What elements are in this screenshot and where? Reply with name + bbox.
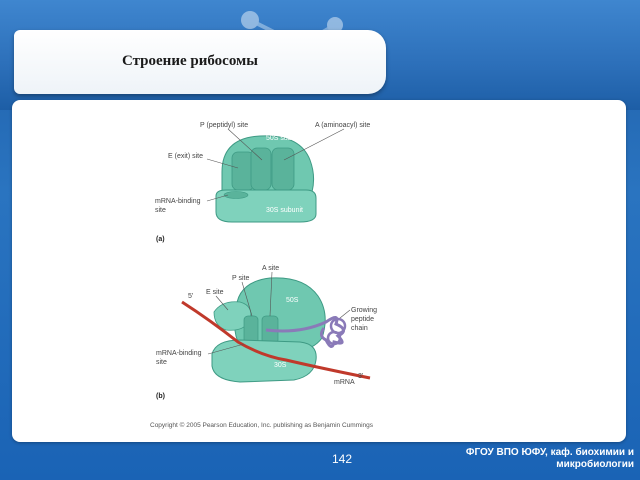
mrna-groove-a — [223, 191, 249, 199]
label-5-prime: 5' — [188, 293, 193, 300]
p-site-slot — [250, 147, 272, 191]
label-30s-b: 30S — [274, 362, 287, 369]
label-growing-2: peptide — [351, 316, 374, 323]
label-p-site-a: P (peptidyl) site — [200, 122, 248, 129]
content-panel — [12, 100, 626, 442]
label-p-site-b: P site — [232, 275, 249, 282]
organization-label: ФГОУ ВПО ЮФУ, каф. биохимии и микробиоло… — [434, 447, 634, 471]
figure-a: P (peptidyl) site A (aminoacyl) site 50S… — [155, 122, 370, 243]
label-mrna-binding-b-2: site — [156, 359, 167, 366]
panel-label-b: (b) — [156, 393, 165, 400]
slide-title: Строение рибосомы — [122, 53, 258, 69]
figure-b: A site P site E site 5' 50S Growing pept… — [156, 265, 377, 400]
label-a-site-a: A (aminoacyl) site — [315, 122, 370, 129]
label-3-prime: 3' — [358, 373, 363, 380]
label-mrna-binding-a-2: site — [155, 207, 166, 214]
title-bar — [14, 30, 386, 94]
peptide-chain — [265, 316, 345, 348]
label-30s-subunit: 30S subunit — [266, 207, 303, 214]
subunit-30s-shape-b — [211, 339, 317, 383]
a-site-slot — [271, 147, 295, 191]
label-growing-1: Growing — [351, 307, 377, 314]
organization-line-1: ФГОУ ВПО ЮФУ, каф. биохимии и — [465, 447, 634, 458]
panel-label-a: (a) — [156, 236, 165, 243]
label-a-site-b: A site — [262, 265, 279, 272]
page-number: 142 — [332, 452, 353, 466]
copyright-text: Copyright © 2005 Pearson Education, Inc.… — [150, 421, 374, 429]
label-50s-subunit: 50S subunit — [266, 135, 303, 142]
label-50s-b: 50S — [286, 297, 299, 304]
peptide-coil-2 — [326, 330, 342, 346]
label-mrna-binding-b-1: mRNA-binding — [156, 350, 202, 357]
mrna-strand — [181, 300, 371, 380]
label-e-site-b: E site — [206, 289, 224, 296]
label-e-site-a: E (exit) site — [168, 153, 203, 160]
label-mrna-binding-a-1: mRNA-binding — [155, 198, 201, 205]
label-growing-3: chain — [351, 325, 368, 332]
organization-line-2: микробиологии — [556, 459, 634, 470]
label-mrna: mRNA — [334, 379, 355, 386]
